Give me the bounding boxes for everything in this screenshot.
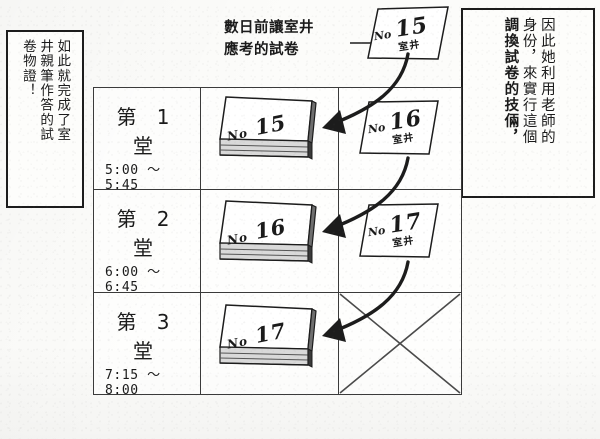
paper-stack-icon — [219, 304, 317, 368]
period-name: 第 1 堂 — [116, 105, 177, 158]
narration-line: 卷物證！ — [19, 39, 36, 98]
table-row: 第 1 堂 5:00 〜 5:45 — [93, 87, 200, 193]
stack-15: No 15 — [212, 95, 324, 181]
paper-sheet-icon — [367, 6, 449, 60]
table-row-divider — [93, 189, 462, 190]
floating-sheet-15: No 15 室井 — [366, 6, 450, 62]
table-row: 第 3 堂 7:15 〜 8:00 — [93, 292, 200, 398]
narration-line-emphasis: 調換試卷的技倆， — [502, 17, 519, 145]
cancelled-cell-x-icon — [339, 293, 461, 394]
stack-16: No 16 — [212, 199, 324, 285]
period-name: 第 2 堂 — [116, 207, 177, 260]
narration-line: 身份，來實行這個 — [520, 17, 537, 145]
period-time: 5:00 〜 5:45 — [105, 163, 161, 193]
schedule-table: 第 1 堂 5:00 〜 5:45 No 15 No — [93, 87, 462, 398]
caption-line: 應考的試卷 — [224, 41, 299, 58]
left-narration-box: 如此就完成了室 井親筆作答的試 卷物證！ — [6, 30, 84, 208]
caption-line: 數日前讓室井 — [224, 20, 314, 36]
sheet-17: No 17 室井 — [358, 202, 440, 260]
stack-17: No 17 — [212, 303, 324, 389]
right-narration-box: 因此她利用老師的 身份，來實行這個 調換試卷的技倆， — [461, 8, 595, 198]
stack-no-prefix: No — [225, 229, 250, 248]
stack-no-prefix: No — [225, 125, 250, 144]
table-col-divider — [338, 87, 339, 395]
table-col-divider — [200, 87, 201, 395]
sheet-no-prefix: No — [367, 223, 387, 240]
period-time: 6:00 〜 6:45 — [105, 265, 161, 295]
top-caption: 數日前讓室井 應考的試卷 — [224, 18, 374, 62]
narration-line: 因此她利用老師的 — [538, 17, 555, 145]
stack-no-prefix: No — [225, 333, 250, 352]
paper-stack-icon — [219, 96, 317, 160]
period-name: 第 3 堂 — [116, 310, 177, 363]
table-row: 第 2 堂 6:00 〜 6:45 — [93, 189, 200, 295]
sheet-no-prefix: No — [373, 27, 393, 44]
sheet-16: No 16 室井 — [358, 99, 440, 157]
table-row-divider — [93, 292, 462, 293]
narration-line: 如此就完成了室 — [54, 39, 71, 142]
narration-line: 井親筆作答的試 — [37, 39, 54, 142]
period-time: 7:15 〜 8:00 — [105, 368, 161, 398]
paper-stack-icon — [219, 200, 317, 264]
sheet-no-prefix: No — [367, 120, 387, 137]
